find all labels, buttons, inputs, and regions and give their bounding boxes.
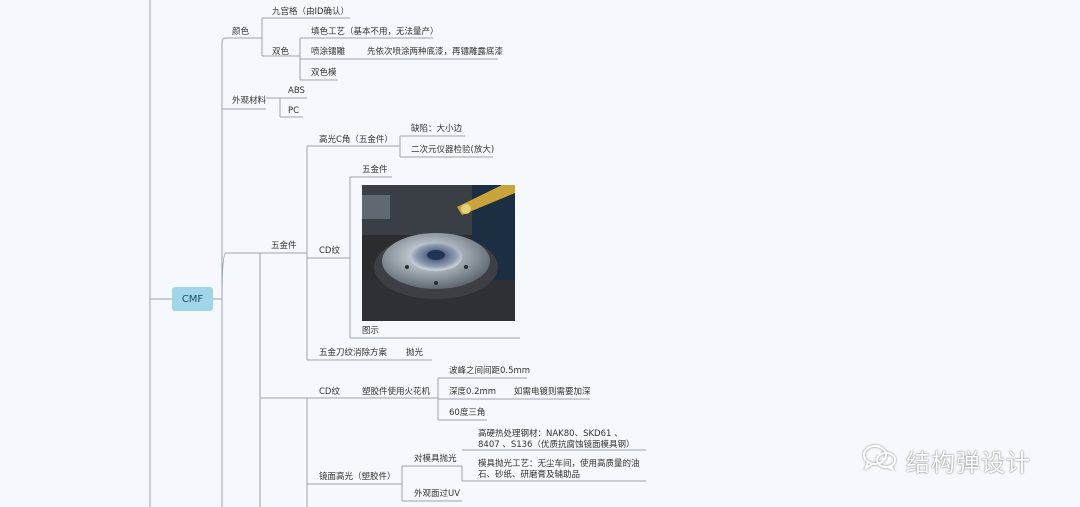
node-defect[interactable]: 缺陷：大小边: [411, 124, 463, 134]
node-spray-engrave-desc[interactable]: 先依次喷涂两种底漆，再镭雕露底漆: [367, 47, 504, 57]
node-pc[interactable]: PC: [288, 106, 300, 116]
node-mirror[interactable]: 镜面高光（塑胶件）: [319, 472, 396, 482]
node-cd-pattern[interactable]: CD纹: [319, 246, 340, 256]
node-plastic-spark[interactable]: 塑胶件使用火花机: [362, 387, 431, 397]
node-inspect[interactable]: 二次元仪器检验(放大): [411, 145, 495, 155]
node-polish[interactable]: 抛光: [406, 348, 424, 358]
node-figure[interactable]: 图示: [362, 326, 380, 336]
node-peak-spacing[interactable]: 波峰之间间距0.5mm: [449, 366, 531, 376]
watermark-text: 结构弹设计: [906, 448, 1031, 477]
node-cd-pattern2[interactable]: CD纹: [319, 387, 340, 397]
watermark: 结构弹设计: [862, 443, 1031, 477]
node-steel[interactable]: 高硬热处理钢材：NAK80、SKD61 、 8407 、S136（优质抗腐蚀镜面…: [478, 429, 635, 450]
node-uv[interactable]: 外观面过UV: [414, 489, 461, 499]
node-abs[interactable]: ABS: [288, 86, 305, 96]
node-mold-polish[interactable]: 对模具抛光: [414, 454, 457, 464]
node-two-color[interactable]: 双色: [272, 47, 290, 57]
node-highlight-c[interactable]: 高光C角（五金件）: [319, 135, 393, 145]
node-spray-engrave[interactable]: 喷涂镭雕: [311, 47, 346, 57]
node-knife-mark[interactable]: 五金刀纹消除方案: [319, 348, 388, 358]
node-depth[interactable]: 深度0.2mm: [449, 387, 497, 397]
node-hardware[interactable]: 五金件: [271, 241, 297, 251]
root-node[interactable]: CMF: [172, 287, 213, 311]
node-appearance-material[interactable]: 外观材料: [232, 96, 267, 106]
cd-pattern-photo: [362, 185, 515, 321]
node-polish-process[interactable]: 模具抛光工艺：无尘车间，使用高质量的油石、砂纸、研磨膏及辅助品: [478, 459, 640, 480]
node-fill-process[interactable]: 填色工艺（基本不用，无法量产）: [311, 27, 439, 37]
node-color[interactable]: 颜色: [232, 27, 250, 37]
node-plating-deepen[interactable]: 如需电镀则需要加深: [514, 387, 591, 397]
wechat-icon: [862, 443, 898, 477]
node-triangle60[interactable]: 60度三角: [449, 408, 486, 418]
node-grid9[interactable]: 九宫格（由ID确认）: [272, 7, 350, 17]
node-two-shot-mold[interactable]: 双色模: [311, 68, 337, 78]
node-hardware-sub[interactable]: 五金件: [362, 165, 388, 175]
